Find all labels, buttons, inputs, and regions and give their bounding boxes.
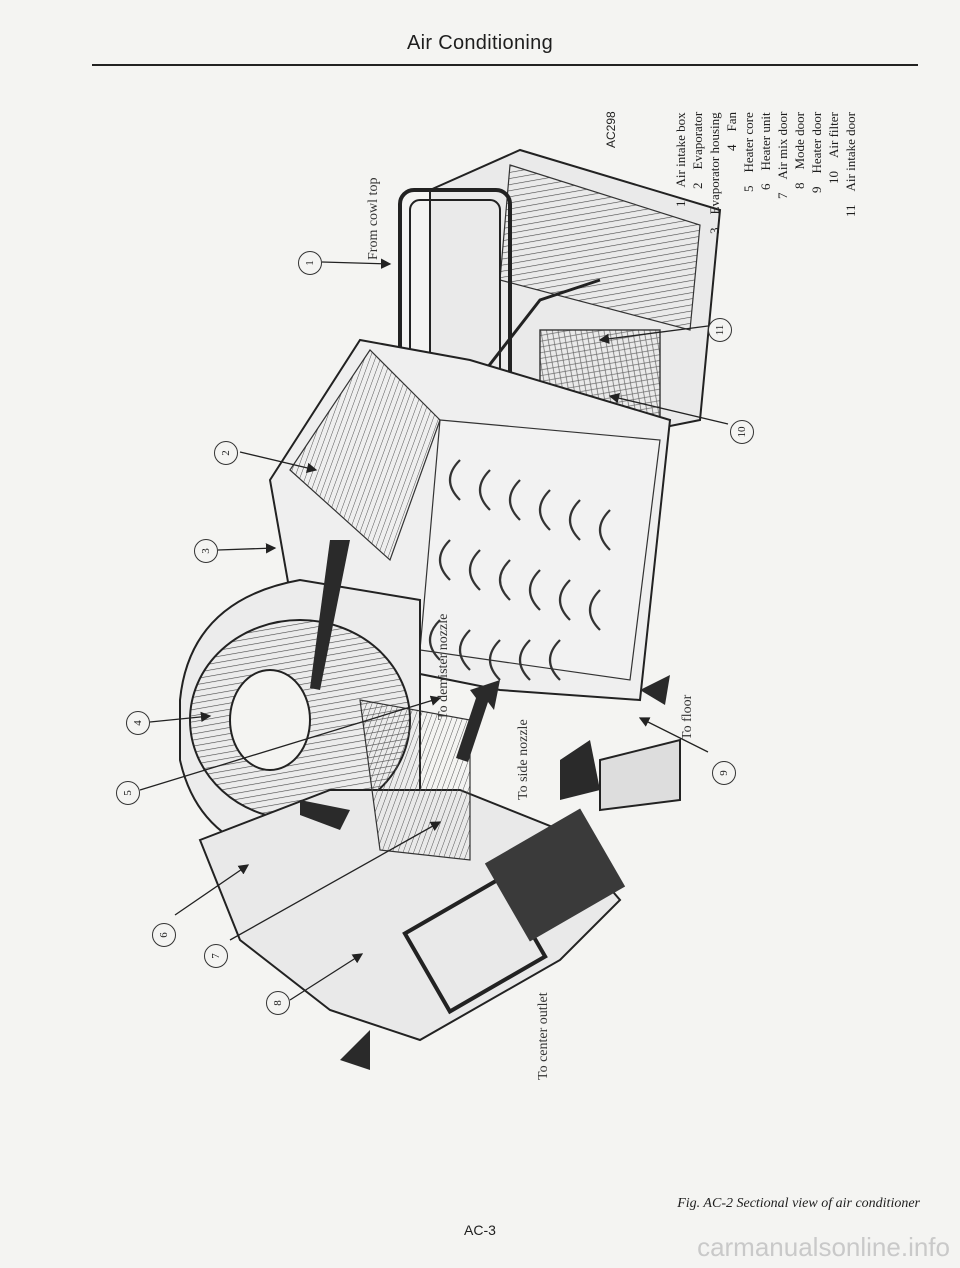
figure-code: AC298 (604, 111, 618, 149)
callout-2: 2 (214, 441, 238, 465)
label-from-cowl-top: From cowl top (366, 177, 381, 260)
callout-3: 3 (194, 539, 218, 563)
legend: 1 Air intake box 2 Evaporator 3 Evaporat… (672, 112, 882, 652)
legend-item: 3 Evaporator housing (707, 112, 722, 234)
page-title: Air Conditioning (407, 32, 553, 54)
heater-unit (198, 699, 681, 1042)
leader-lines (139, 258, 729, 1001)
label-to-floor: To floor (680, 694, 695, 740)
callout-1: 1 (298, 251, 322, 275)
watermark: carmanualsonline.info (697, 1232, 950, 1262)
label-to-side-nozzle: To side nozzle (516, 719, 531, 800)
legend-item: 6 Heater unit (758, 112, 773, 190)
airflow-arrows (300, 540, 670, 1070)
callout-4: 4 (126, 711, 150, 735)
legend-item: 11 Air intake door (843, 112, 858, 217)
callout-6: 6 (152, 923, 176, 947)
legend-item: 4 Fan (724, 112, 739, 151)
legend-item: 8 Mode door (792, 112, 807, 189)
label-to-center-outlet: To center outlet (536, 992, 551, 1080)
callout-5: 5 (116, 781, 140, 805)
evaporator-tubes (428, 459, 611, 681)
label-to-demister-nozzle: To demister nozzle (436, 613, 451, 720)
legend-item: 10 Air filter (826, 112, 841, 184)
legend-item: 5 Heater core (741, 112, 756, 192)
legend-item: 7 Air mix door (775, 112, 790, 200)
callout-9: 9 (712, 761, 736, 785)
callout-7: 7 (204, 944, 228, 968)
legend-item: 2 Evaporator (690, 112, 705, 190)
legend-item: 9 Heater door (809, 112, 824, 194)
figure-caption: Fig. AC-2 Sectional view of air conditio… (677, 1196, 920, 1211)
callout-8: 8 (266, 991, 290, 1015)
page-number: AC-3 (464, 1222, 496, 1238)
legend-item: 1 Air intake box (673, 112, 688, 207)
header-rule (92, 64, 918, 66)
